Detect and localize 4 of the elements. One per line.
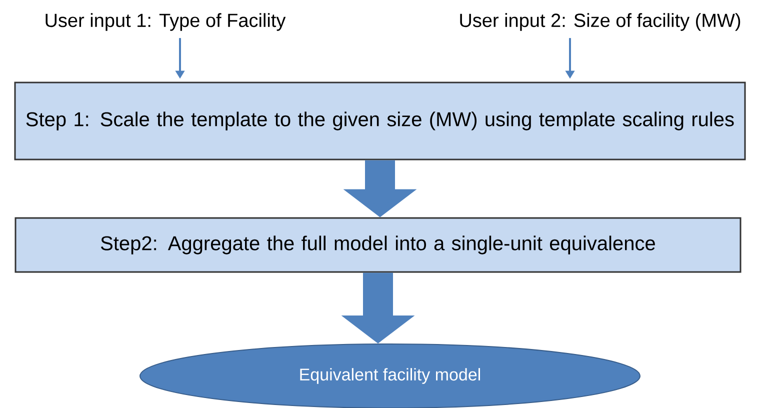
input-label: User input 1: Type of Facility bbox=[46, 13, 286, 31]
input-label: User input 2: Size of facility (MW) bbox=[460, 13, 740, 31]
process-box: Step 1: Scale the template to the given size (MW) using template scaling rules bbox=[14, 82, 746, 160]
process-box: Step2: Aggregate the full model into a single-unit equivalence bbox=[14, 217, 742, 273]
